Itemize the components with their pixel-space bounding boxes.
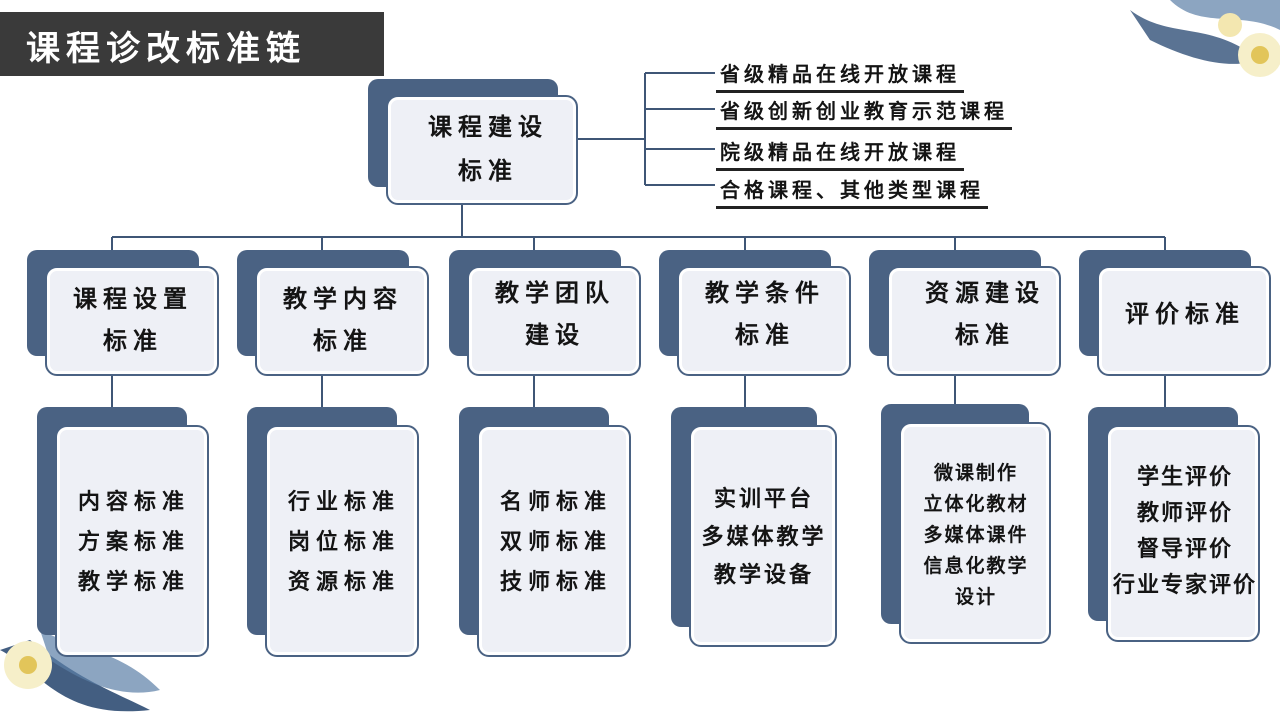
category-node-3: 教学团队 建设	[449, 250, 641, 378]
root-node: 课程建设 标准	[368, 79, 580, 207]
root-child-4: 合格课程、其他类型课程	[716, 174, 988, 209]
root-child-label: 院级精品在线开放课程	[720, 140, 960, 164]
detail-node-1: 内容标准 方案标准 教学标准	[37, 407, 209, 657]
category-node-2: 教学内容 标准	[237, 250, 429, 378]
title-banner: 课程诊改标准链	[0, 12, 384, 76]
category-node-1: 课程设置 标准	[27, 250, 219, 378]
category-node-4: 教学条件 标准	[659, 250, 851, 378]
root-child-label: 省级精品在线开放课程	[720, 62, 960, 86]
flower-decoration-bottom-left	[0, 630, 160, 712]
category-label: 教学团队 建设	[495, 278, 615, 349]
root-child-label: 合格课程、其他类型课程	[720, 178, 984, 202]
detail-label: 行业标准 岗位标准 资源标准	[287, 489, 400, 595]
category-label: 评价标准	[1125, 299, 1245, 328]
detail-node-2: 行业标准 岗位标准 资源标准	[247, 407, 419, 657]
detail-label: 学生评价 教师评价 督导评价 行业专家评价	[1112, 464, 1257, 598]
root-child-3: 院级精品在线开放课程	[716, 136, 964, 171]
detail-node-5: 微课制作 立体化教材 多媒体课件 信息化教学 设计	[881, 404, 1051, 644]
detail-label: 内容标准 方案标准 教学标准	[77, 489, 190, 595]
detail-node-3: 名师标准 双师标准 技师标准	[459, 407, 631, 657]
detail-label: 名师标准 双师标准 技师标准	[499, 489, 612, 595]
detail-label: 实训平台 多媒体教学 教学设备	[701, 486, 827, 588]
flower-decoration-top-right	[1130, 0, 1280, 77]
detail-node-4: 实训平台 多媒体教学 教学设备	[671, 407, 837, 647]
category-node-5: 资源建设 标准	[869, 250, 1061, 378]
page-title: 课程诊改标准链	[26, 29, 306, 69]
root-child-1: 省级精品在线开放课程	[716, 58, 964, 93]
detail-label: 微课制作 立体化教材 多媒体课件 信息化教学 设计	[923, 461, 1029, 608]
category-label: 课程设置 标准	[73, 284, 193, 355]
category-node-6: 评价标准	[1079, 250, 1271, 378]
category-label: 教学内容 标准	[283, 284, 403, 355]
category-label: 资源建设 标准	[925, 278, 1045, 349]
root-child-label: 省级创新创业教育示范课程	[720, 99, 1008, 123]
category-label: 教学条件 标准	[705, 278, 825, 349]
detail-node-6: 学生评价 教师评价 督导评价 行业专家评价	[1088, 407, 1260, 642]
root-child-2: 省级创新创业教育示范课程	[716, 95, 1012, 130]
root-label: 课程建设 标准	[428, 112, 548, 185]
